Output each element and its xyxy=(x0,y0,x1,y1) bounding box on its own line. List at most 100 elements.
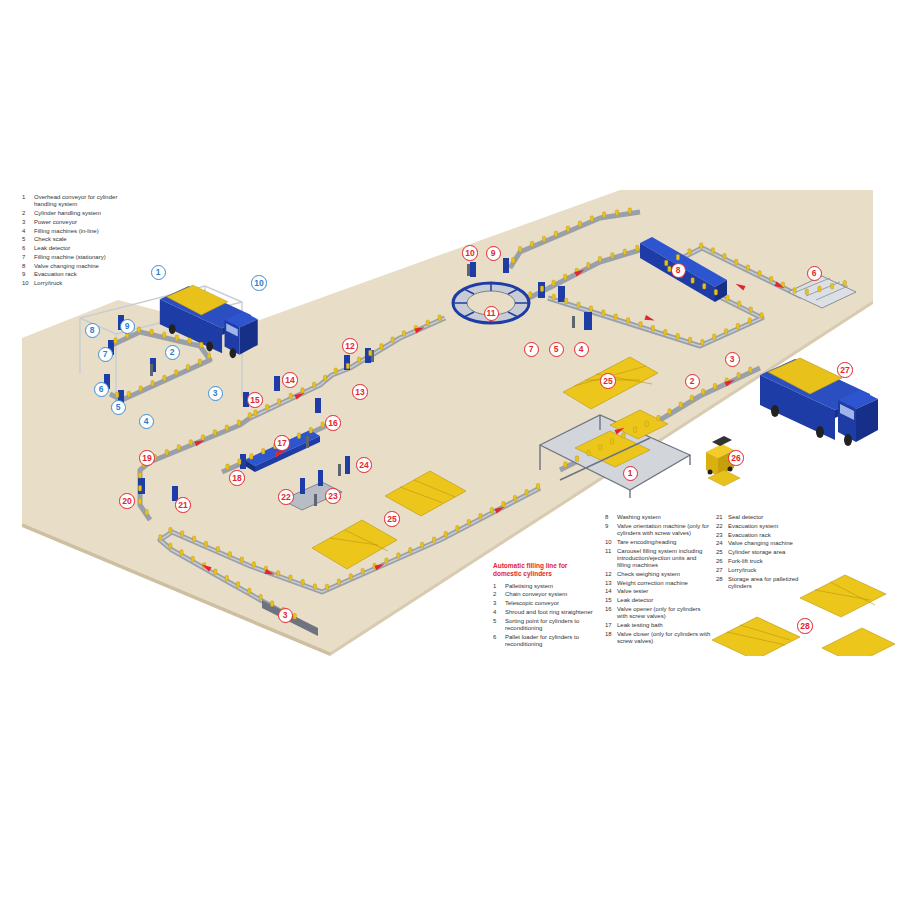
gas-cylinder xyxy=(622,433,625,439)
gas-cylinder xyxy=(758,271,761,277)
operator-figure xyxy=(314,494,317,506)
gas-cylinder xyxy=(139,386,142,392)
legend-number: 3 xyxy=(22,219,33,226)
callout-text: 3 xyxy=(730,355,735,364)
legend-number: 5 xyxy=(493,618,504,625)
gas-cylinder xyxy=(770,276,773,282)
gas-cylinder xyxy=(565,298,568,304)
gas-cylinder xyxy=(432,537,435,543)
evacuation-system xyxy=(300,478,305,494)
legend-number: 25 xyxy=(716,549,727,556)
gas-cylinder xyxy=(530,241,533,247)
station-machine xyxy=(104,258,592,501)
callout-number: 1 xyxy=(623,466,638,481)
callout-text: 3 xyxy=(283,611,288,620)
gas-cylinder xyxy=(724,329,727,335)
legend-number: 14 xyxy=(605,588,616,595)
gas-cylinder xyxy=(577,302,580,308)
valve-changing-machine xyxy=(640,243,715,302)
gas-cylinder xyxy=(602,310,605,316)
fork-lift-truck xyxy=(706,452,718,476)
legend-number: 17 xyxy=(605,622,616,629)
gas-cylinder xyxy=(188,338,191,344)
gas-cylinder xyxy=(519,246,522,252)
gas-cylinder xyxy=(138,473,141,479)
legend-text: Pallet loader for cylinders to reconditi… xyxy=(505,634,597,648)
legend-text: Lorry/truck xyxy=(728,567,822,574)
callout-text: 19 xyxy=(142,454,151,463)
legend-text: Valve orientation machine (only for cyli… xyxy=(617,523,711,537)
callout-number: 4 xyxy=(574,342,589,357)
callout-text: 1 xyxy=(156,268,161,277)
legend-number: 28 xyxy=(716,576,727,583)
legend-number: 24 xyxy=(716,540,727,547)
legend-text: Weight correction machine xyxy=(617,580,711,587)
gas-cylinder xyxy=(444,531,447,537)
gas-cylinder xyxy=(323,375,326,381)
callout-number: 13 xyxy=(352,384,367,399)
valve-changing-machine xyxy=(715,280,727,302)
gas-cylinder xyxy=(145,510,148,516)
gas-cylinder xyxy=(391,337,394,343)
callout-text: 10 xyxy=(254,279,263,288)
gas-cylinder xyxy=(189,440,192,446)
legend-number: 27 xyxy=(716,567,727,574)
gas-cylinder xyxy=(564,462,567,468)
legend-text: Tare encoding/reading xyxy=(617,539,711,546)
callout-number: 8 xyxy=(85,323,100,338)
gas-cylinder xyxy=(180,550,183,556)
callout-text: 22 xyxy=(281,493,290,502)
gas-cylinder xyxy=(228,552,231,558)
legend-number: 8 xyxy=(22,263,33,270)
legend-number: 26 xyxy=(716,558,727,565)
conveyor xyxy=(110,332,210,400)
legend-number: 6 xyxy=(22,245,33,252)
legend-text: Filling machine (stationary) xyxy=(34,254,118,261)
gas-cylinder xyxy=(749,307,752,313)
callout-number: 6 xyxy=(94,382,109,397)
gas-cylinder xyxy=(818,286,821,292)
gas-cylinder xyxy=(226,464,229,470)
leak-testing-bath xyxy=(245,460,255,472)
gas-cylinder xyxy=(192,536,195,542)
gas-cylinder xyxy=(225,575,228,581)
legend-number: 15 xyxy=(605,597,616,604)
gas-cylinder xyxy=(169,543,172,549)
gas-cylinder xyxy=(380,344,383,350)
gas-cylinder xyxy=(690,395,693,401)
callout-text: 12 xyxy=(345,342,354,351)
gas-cylinder xyxy=(250,454,253,460)
gas-cylinder xyxy=(566,226,569,232)
legend-text: Washing system xyxy=(617,514,711,521)
operator-figure xyxy=(150,264,575,506)
gas-cylinder xyxy=(191,556,194,562)
gas-cylinder xyxy=(564,274,567,280)
callout-number: 27 xyxy=(837,362,852,377)
gas-cylinder xyxy=(259,595,262,601)
callout-number: 15 xyxy=(247,392,262,407)
legend-text: Sorting point for cylinders to reconditi… xyxy=(505,618,597,632)
callout-text: 6 xyxy=(99,385,104,394)
legend-number: 1 xyxy=(493,583,504,590)
gas-cylinder xyxy=(691,278,694,284)
callout-number: 23 xyxy=(325,488,340,503)
callout-text: 8 xyxy=(676,266,681,275)
callout-number: 16 xyxy=(325,415,340,430)
operator-figure xyxy=(150,364,153,376)
storage-area xyxy=(563,357,658,409)
legend-text: Storage area for palletized cylinders xyxy=(728,576,822,590)
callout-number: 22 xyxy=(278,489,293,504)
gas-cylinder xyxy=(237,420,240,426)
gas-cylinder xyxy=(138,486,141,492)
gas-cylinder xyxy=(313,382,316,388)
storage-area xyxy=(385,471,466,516)
legend-number: 2 xyxy=(22,210,33,217)
callout-text: 24 xyxy=(359,461,368,470)
gas-cylinder xyxy=(309,427,312,433)
legend-text: Valve changing machine xyxy=(34,263,118,270)
floor xyxy=(22,190,873,652)
gas-cylinder xyxy=(676,255,679,261)
station-machine xyxy=(538,282,545,298)
gas-cylinder xyxy=(346,363,349,369)
callout-text: 4 xyxy=(579,345,584,354)
